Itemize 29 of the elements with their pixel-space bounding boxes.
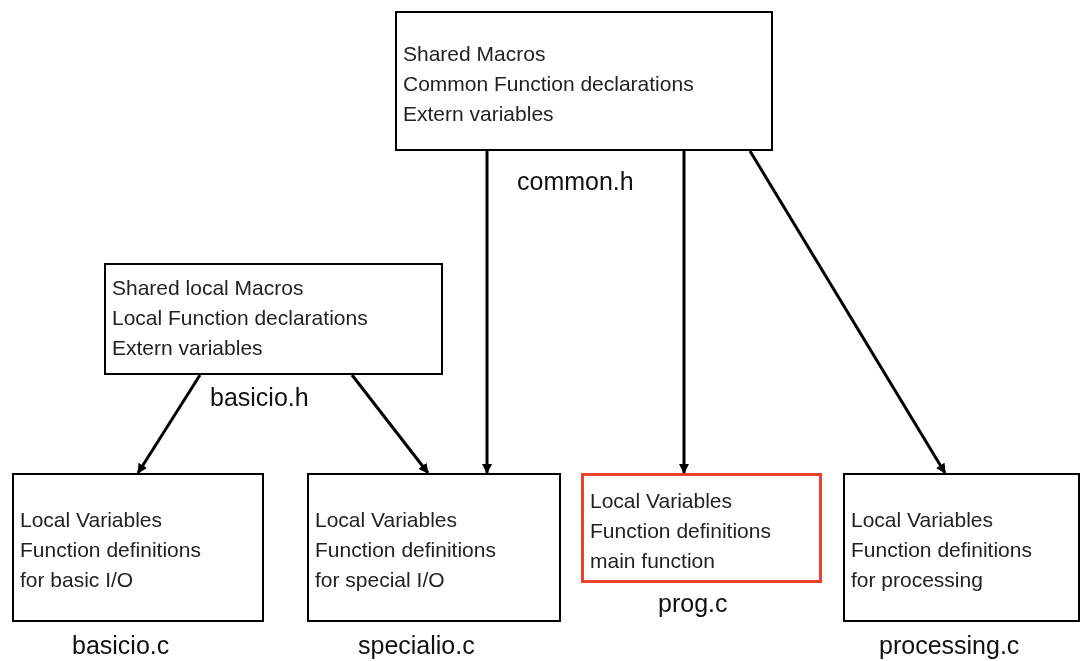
box-text: Local Variables <box>20 507 164 533</box>
box-text: Extern variables <box>403 101 555 127</box>
arrow <box>136 374 202 474</box>
box-text: Function definitions <box>851 537 1033 563</box>
box-text: Extern variables <box>112 335 264 361</box>
box-text: Function definitions <box>315 537 497 563</box>
file-box <box>395 11 773 151</box>
box-text: Shared local Macros <box>112 275 305 301</box>
box-text: Function definitions <box>20 537 202 563</box>
box-text: Local Variables <box>315 507 459 533</box>
box-text: Shared Macros <box>403 41 547 67</box>
box-text: main function <box>590 548 716 574</box>
box-text: Local Function declarations <box>112 305 369 331</box>
box-text: Local Variables <box>590 488 734 514</box>
arrow <box>350 374 430 474</box>
file-box <box>307 473 561 622</box>
file-box <box>581 473 822 583</box>
file-box <box>104 263 443 375</box>
file-box <box>12 473 264 622</box>
box-text: Function definitions <box>590 518 772 544</box>
box-text: for processing <box>851 567 984 593</box>
arrow <box>748 150 947 474</box>
box-text: Common Function declarations <box>403 71 695 97</box>
box-text: for basic I/O <box>20 567 135 593</box>
box-text: Local Variables <box>851 507 995 533</box>
file-box <box>843 473 1080 622</box>
arrow <box>679 151 689 474</box>
arrow <box>482 151 492 474</box>
box-text: for special I/O <box>315 567 446 593</box>
